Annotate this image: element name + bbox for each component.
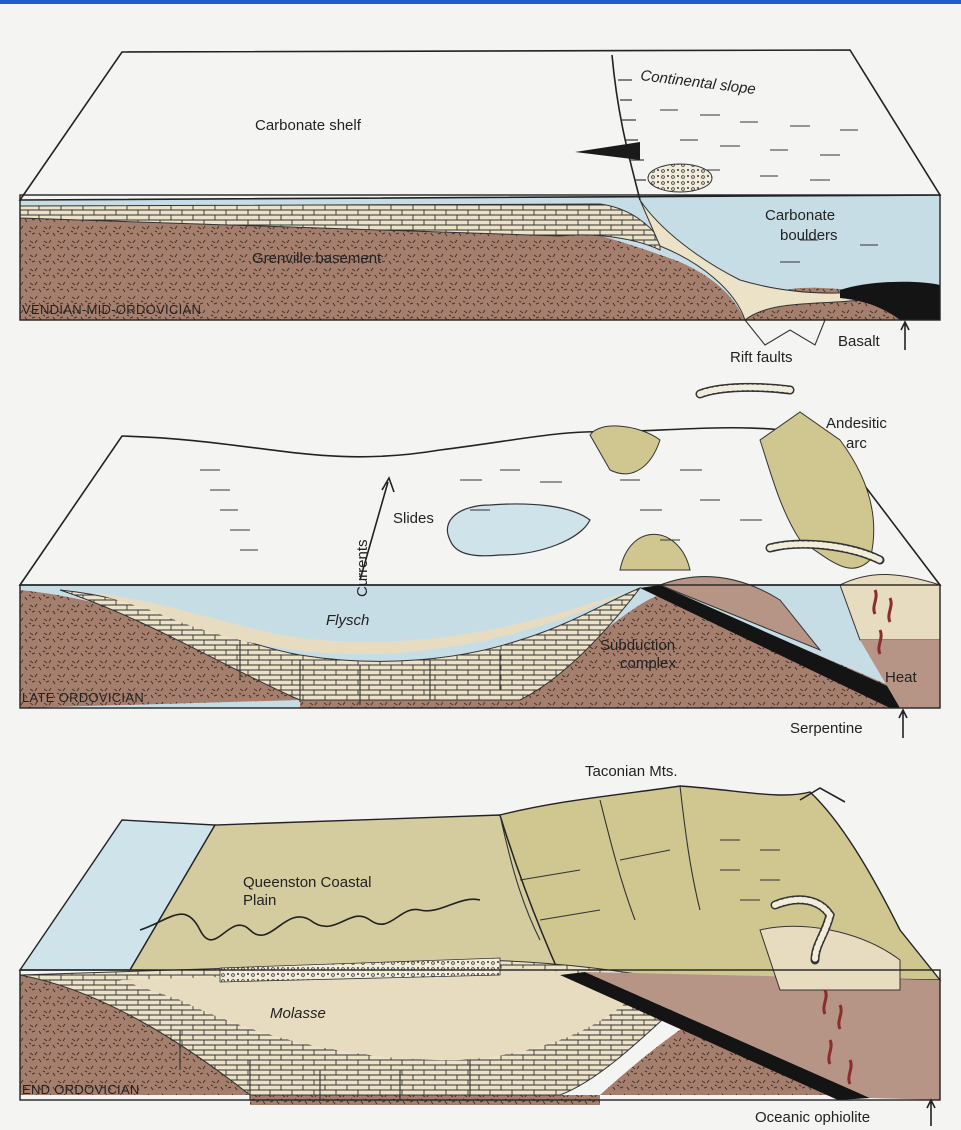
label-carbonate-boulders-1: Carbonate [765, 207, 835, 224]
taconic-orogeny-diagram: Carbonate shelf Continental slope Carbon… [0, 4, 961, 1130]
basalt-arrow [901, 322, 909, 350]
label-grenville-basement: Grenville basement [252, 250, 382, 267]
panel-late-ordovician: Andesitic arc Slides Currents Flysch Sub… [20, 387, 940, 738]
rift-faults-bracket [745, 320, 825, 345]
label-subduction-complex-1: Subduction [600, 637, 675, 654]
serpentine-arrow [899, 710, 907, 738]
continental-slope-wall [612, 55, 640, 200]
water-surface [20, 50, 940, 200]
stage-label-2: LATE ORDOVICIAN [22, 690, 144, 705]
ophiolite-arrow [927, 1100, 935, 1126]
label-slides: Slides [393, 510, 434, 527]
arc-wedge-upper [590, 426, 660, 474]
shelf-edge-spike [575, 142, 640, 160]
label-andesitic-arc-2: arc [846, 435, 867, 452]
label-continental-slope: Continental slope [640, 67, 757, 98]
label-carbonate-boulders-2: boulders [780, 227, 838, 244]
label-oceanic-ophiolite: Oceanic ophiolite [755, 1109, 870, 1126]
label-subduction-complex-2: complex [620, 655, 676, 672]
label-andesitic-arc-1: Andesitic [826, 415, 887, 432]
panel-vendian-mid-ordovician: Carbonate shelf Continental slope Carbon… [20, 50, 940, 366]
basement-under-flysch [300, 700, 520, 708]
label-flysch: Flysch [326, 612, 369, 629]
label-queenston-1: Queenston Coastal [243, 874, 371, 891]
carbonate-boulder-lens [648, 164, 712, 192]
label-rift-faults: Rift faults [730, 349, 793, 366]
label-heat: Heat [885, 669, 918, 686]
label-basalt: Basalt [838, 333, 881, 350]
label-carbonate-shelf: Carbonate shelf [255, 117, 362, 134]
label-taconian-mts: Taconian Mts. [585, 763, 678, 780]
label-serpentine: Serpentine [790, 720, 863, 737]
slope-hatching [618, 80, 646, 180]
label-queenston-2: Plain [243, 892, 276, 909]
panel-end-ordovician: Taconian Mts. Queenston Coastal Plain Mo… [20, 763, 940, 1126]
label-currents: Currents [354, 539, 371, 597]
stage-label-1: VENDIAN-MID-ORDOVICIAN [22, 302, 201, 317]
label-molasse: Molasse [270, 1005, 326, 1022]
slide-lobe [447, 504, 590, 556]
stage-label-3: END ORDOVICIAN [22, 1082, 140, 1097]
